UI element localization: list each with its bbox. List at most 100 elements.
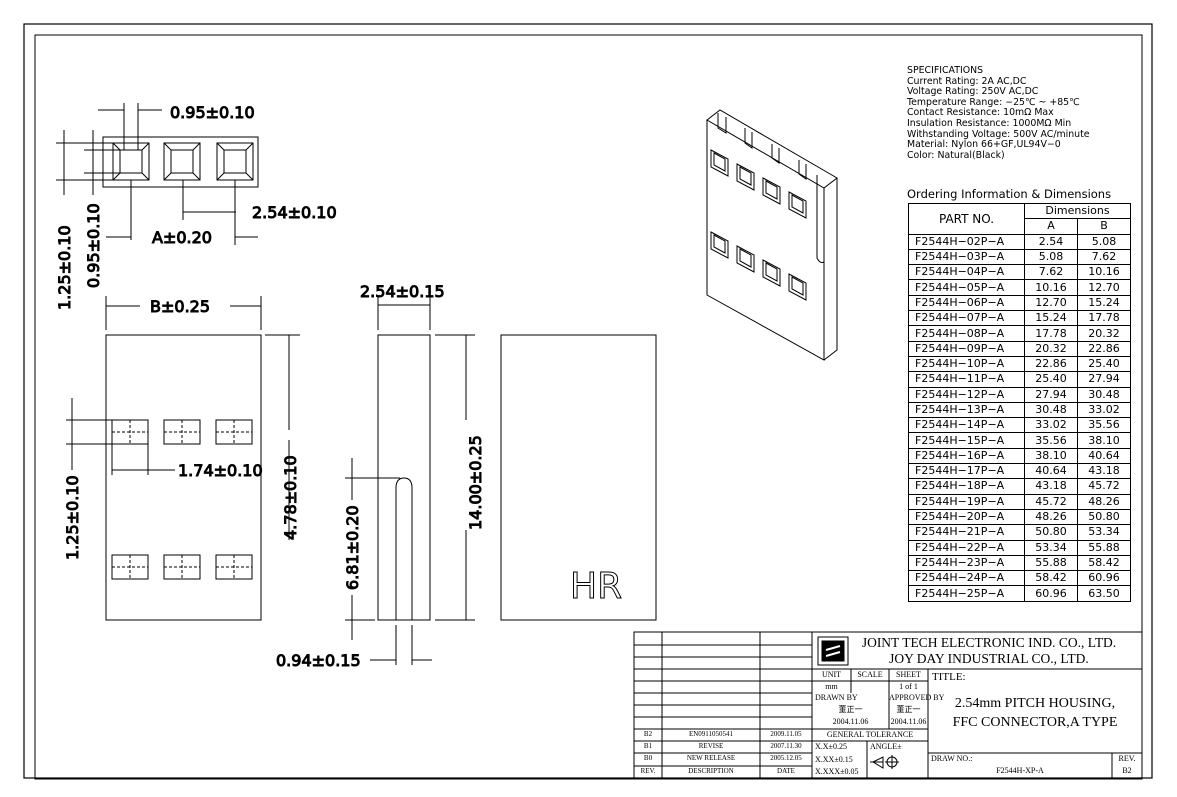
draw-no: F2544H-XP-A: [996, 766, 1044, 775]
part-no-cell: F2544H−09P−A: [908, 340, 1025, 357]
part-no-cell: F2544H−08P−A: [908, 325, 1025, 342]
part-no-cell: F2544H−11P−A: [908, 371, 1025, 388]
dim-b-cell: 55.88: [1077, 539, 1131, 556]
part-no-cell: F2544H−14P−A: [908, 417, 1025, 434]
part-no-cell: F2544H−13P−A: [908, 401, 1025, 419]
dim-a-cell: 5.08: [1024, 248, 1078, 266]
revision-date: 2009.11.05: [770, 730, 802, 738]
dim-b-cell: 17.78: [1077, 310, 1131, 327]
dim-a-cell: 38.10: [1024, 447, 1078, 465]
drawn-by-date: 2004.11.06: [832, 717, 869, 726]
col-desc-header: DESCRIPTION: [688, 767, 734, 775]
revision-desc: NEW RELEASE: [686, 754, 736, 762]
dim-a-cell: 33.02: [1024, 417, 1078, 434]
part-no-cell: F2544H−17P−A: [908, 463, 1025, 480]
revision-desc: EN0911050541: [688, 730, 734, 738]
col-date-header: DATE: [777, 767, 795, 775]
dim-a-cell: 22.86: [1024, 355, 1078, 373]
dim-b-cell: 63.50: [1077, 585, 1131, 602]
dim-a-cell: 40.64: [1024, 463, 1078, 480]
isometric-view: [706, 109, 838, 361]
part-no-cell: F2544H−02P−A: [908, 233, 1025, 250]
sheet-border: [23, 23, 1153, 779]
tol-x: X.X±0.25: [815, 742, 847, 751]
part-no-cell: F2544H−19P−A: [908, 493, 1025, 510]
dim-a-cell: 48.26: [1024, 508, 1078, 526]
dim-a-cell: 58.42: [1024, 570, 1078, 587]
rev-label: REV.: [1118, 754, 1136, 763]
dim-front-hole-w: 1.74±0.10: [178, 461, 263, 480]
top-view: [56, 103, 259, 245]
dim-a-cell: 27.94: [1024, 386, 1078, 403]
company-logo: [817, 636, 849, 666]
dim-side-slot: 6.81±0.20: [343, 505, 362, 590]
part-no-cell: F2544H−10P−A: [908, 355, 1025, 373]
part-no-cell: F2544H−25P−A: [908, 585, 1025, 602]
dim-a-cell: 30.48: [1024, 401, 1078, 419]
part-no-cell: F2544H−06P−A: [908, 294, 1025, 312]
spec-line: Contact Resistance: 10mΩ Max: [907, 107, 1054, 119]
revision-rev: B0: [643, 754, 653, 762]
dim-b-cell: 50.80: [1077, 508, 1131, 526]
dim-a-cell: 55.88: [1024, 554, 1078, 572]
spec-line: Color: Natural(Black): [907, 149, 1005, 161]
title-line-2: FFC CONNECTOR,A TYPE: [952, 715, 1118, 730]
part-no-cell: F2544H−20P−A: [908, 508, 1025, 526]
dim-a-cell: 45.72: [1024, 493, 1078, 510]
header-part-no: PART NO.: [908, 203, 1025, 235]
general-tolerance: GENERAL TOLERANCE: [826, 730, 914, 739]
part-no-cell: F2544H−16P−A: [908, 447, 1025, 465]
col-rev-header: REV.: [640, 767, 656, 775]
part-no-cell: F2544H−18P−A: [908, 478, 1025, 495]
spec-line: Insulation Resistance: 1000MΩ Min: [907, 117, 1072, 129]
header-a: A: [1024, 218, 1078, 235]
draw-no-label: DRAW NO.:: [931, 754, 973, 763]
spec-line: Current Rating: 2A AC,DC: [907, 75, 1027, 87]
company-name-2: JOY DAY INDUSTRIAL CO., LTD.: [889, 651, 1089, 666]
dim-top-side-inner: 0.95±0.10: [84, 203, 103, 288]
sheet-inner-border: [34, 34, 1143, 780]
company-name-1: JOINT TECH ELECTRONIC IND. CO., LTD.: [861, 635, 1117, 650]
dim-top-pitch: 2.54±0.10: [252, 203, 337, 222]
unit-label: UNIT: [821, 670, 842, 679]
spec-line: Temperature Range: −25℃ ~ +85℃: [907, 96, 1080, 108]
dim-front-hole-h: 1.25±0.10: [63, 475, 82, 560]
part-no-cell: F2544H−15P−A: [908, 432, 1025, 449]
dim-b-cell: 33.02: [1077, 401, 1131, 419]
dim-b-cell: 53.34: [1077, 524, 1131, 541]
dim-b-cell: 58.42: [1077, 554, 1131, 572]
dim-b-cell: 12.70: [1077, 279, 1131, 296]
dim-a-cell: 7.62: [1024, 264, 1078, 281]
back-mark-hr: HR: [570, 566, 622, 607]
spec-line: Material: Nylon 66+GF,UL94V−0: [907, 139, 1061, 151]
revision-date: 2005.12.05: [770, 754, 802, 762]
dim-b-cell: 10.16: [1077, 264, 1131, 281]
dim-b-cell: 40.64: [1077, 447, 1131, 465]
drawn-by-name: 董正一: [838, 705, 863, 714]
dim-a-cell: 20.32: [1024, 340, 1078, 357]
sheet-value: 1 of 1: [899, 682, 918, 691]
dim-a-cell: 2.54: [1024, 233, 1078, 250]
title-block-grid: [633, 631, 1143, 779]
dim-side-wall: 0.94±0.15: [276, 651, 361, 670]
tol-xxx: X.XXX±0.05: [815, 767, 859, 776]
dim-b-cell: 15.24: [1077, 294, 1131, 312]
revision-date: 2007.11.30: [770, 742, 802, 750]
